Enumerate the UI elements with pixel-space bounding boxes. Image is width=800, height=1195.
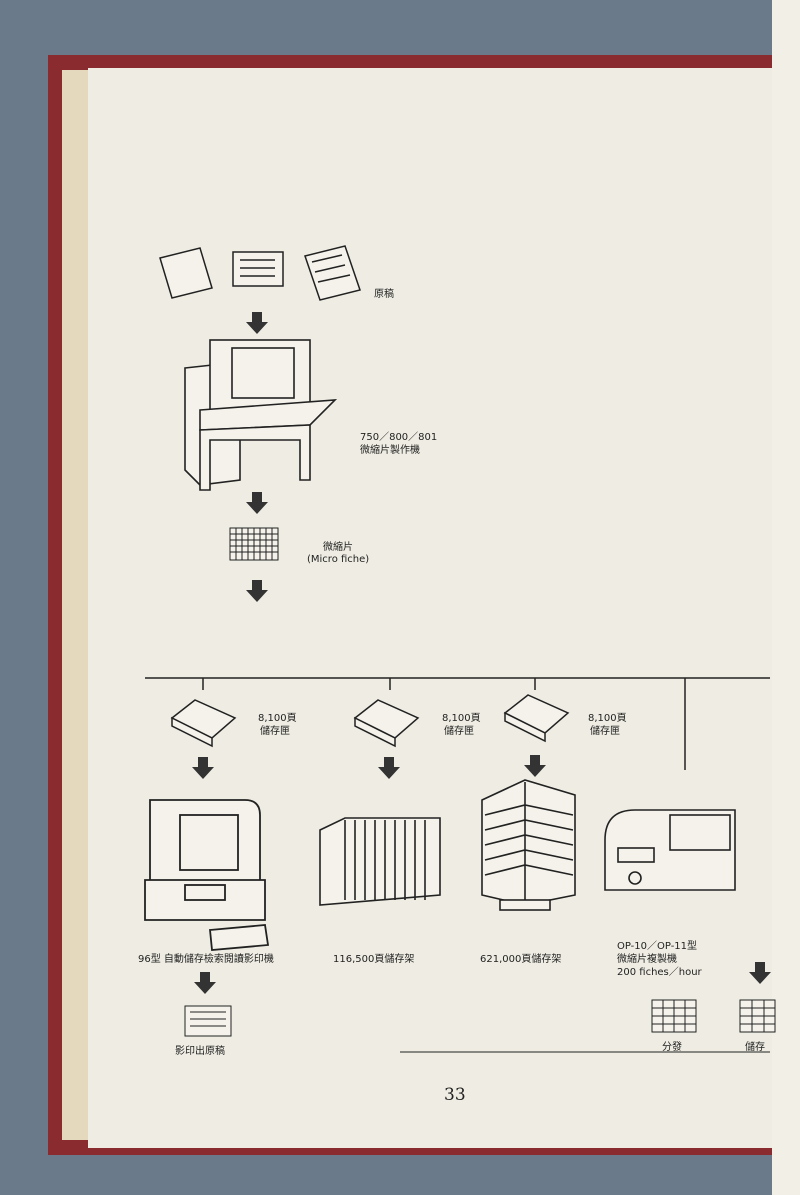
reader-printer-label: 96型 自動儲存檢索閱讀影印機 <box>138 954 274 965</box>
duplicator-model: OP-10／OP-11型 <box>617 941 698 952</box>
originals-label: 原稿 <box>374 289 394 300</box>
cartridge-3-label: 儲存匣 <box>590 726 620 737</box>
microfiche-label-cn: 微縮片 <box>323 542 353 553</box>
page-edges <box>62 70 92 1140</box>
cartridge-2-pages: 8,100頁 <box>442 713 481 724</box>
book-page <box>88 68 800 1148</box>
cartridge-3-pages: 8,100頁 <box>588 713 627 724</box>
distribute-label: 分發 <box>662 1042 682 1053</box>
microfiche-label-en: (Micro fiche) <box>307 554 370 565</box>
cartridge-2-label: 儲存匣 <box>444 726 474 737</box>
storage-label: 儲存 <box>745 1042 765 1053</box>
small-rack-label: 116,500頁儲存架 <box>333 954 415 965</box>
cartridge-1-label: 儲存匣 <box>260 726 290 737</box>
duplicator-rate: 200 fiches／hour <box>617 967 702 978</box>
duplicator-name: 微縮片複製機 <box>617 954 677 965</box>
fiche-maker-name: 微縮片製作機 <box>360 445 420 456</box>
printout-label: 影印出原稿 <box>175 1046 225 1057</box>
page-number: 33 <box>444 1085 466 1105</box>
cartridge-1-pages: 8,100頁 <box>258 713 297 724</box>
fiche-maker-model: 750／800／801 <box>360 432 438 443</box>
next-page-edge <box>772 0 800 1195</box>
large-rack-label: 621,000頁儲存架 <box>480 954 562 965</box>
